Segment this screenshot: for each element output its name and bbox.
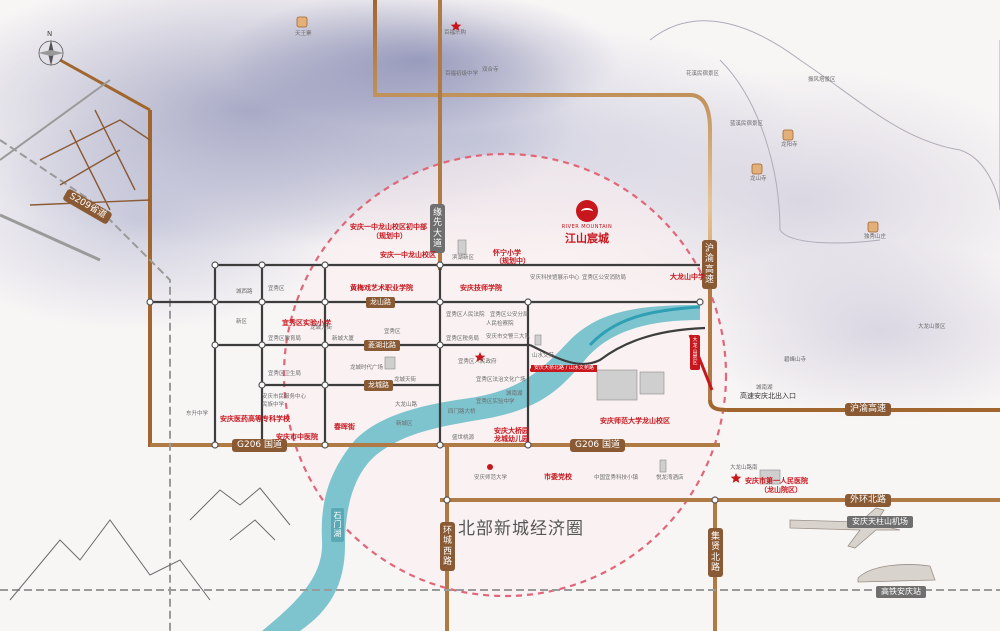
school-label[interactable]: 大龙山中学 — [670, 273, 705, 281]
place-label: 宜秀区法治文化广场 — [476, 377, 526, 383]
place-label: 天王寨 — [295, 31, 312, 37]
place-label: 龙城时代广场 — [350, 365, 384, 371]
compass-icon — [38, 40, 64, 66]
road-jixu: 集贤北路 — [708, 528, 723, 578]
circle-title: 北部新城经济圈 — [458, 519, 584, 539]
road-waihuan: 外环北路 — [845, 494, 892, 507]
highway-exit-label: 高速安庆北出入口 — [740, 392, 796, 400]
place-label: 新城区 — [396, 421, 413, 427]
road-huyu-horizontal: 沪渝高速 — [845, 403, 892, 416]
place-label: 宜秀区公安分局 — [490, 312, 529, 318]
road-jixian: 缘先大道 — [430, 204, 445, 254]
school-label[interactable]: （龙山院区） — [760, 486, 802, 494]
side-red-tag: 大龙山景区 — [690, 335, 700, 370]
road-huanchengxi: 环城西路 — [440, 522, 455, 572]
place-label: 宜秀区公安消防局 — [582, 275, 627, 281]
school-label[interactable]: 龙城幼儿园 — [494, 435, 529, 443]
lake-label: 城南湖 — [756, 385, 773, 391]
place-label: 宜秀区卫生局 — [268, 371, 302, 377]
place-label: 龙城天街 — [394, 377, 417, 383]
place-label: 大龙山路 — [395, 402, 418, 408]
place-label: 城南湖 — [506, 391, 523, 397]
place-label: 民族中学 — [262, 402, 285, 408]
place-label: 安庆市交警三大队 — [486, 334, 531, 340]
place-label: 碧峰山寺 — [784, 357, 807, 363]
place-label: 盛世桃源 — [452, 435, 475, 441]
school-label[interactable]: 安庆一中龙山校区初中部 — [350, 223, 427, 231]
place-label: 振风塔景区 — [808, 77, 836, 83]
place-label: 人民检察院 — [486, 321, 514, 327]
road-g206-right: G206 国道 — [570, 439, 626, 452]
school-label[interactable]: 安庆市第一人民医院 — [745, 477, 808, 485]
place-label: 宜秀区人民法院 — [446, 312, 485, 318]
logo-en: RIVER MOUNTAIN — [561, 224, 613, 230]
place-label: 宜秀区税务局 — [446, 336, 480, 342]
place-label: 四门路大桥 — [448, 409, 476, 415]
place-label: 独秀山庄 — [864, 234, 887, 240]
compass-north-label: N — [47, 30, 53, 38]
school-label[interactable]: （规划中） — [495, 257, 530, 265]
place-label: 龙山寺 — [750, 176, 767, 182]
place-label: 安庆师范大学 — [474, 475, 508, 481]
school-label[interactable]: 怀宁小学 — [493, 249, 521, 257]
project-logo[interactable]: RIVER MOUNTAIN 江山宸城 — [556, 200, 618, 246]
station-label: 高铁安庆站 — [876, 586, 926, 598]
place-label: 百福乐购 — [444, 30, 467, 36]
place-label: 花溪民宿景区 — [686, 71, 720, 77]
school-label[interactable]: 安庆医药高等专科学校 — [220, 415, 290, 423]
place-label: 宜秀区教育局 — [268, 336, 302, 342]
place-label: 滨湖新区 — [452, 255, 475, 261]
place-label: 宜秀区 — [268, 286, 285, 292]
road-brown-2: 菱湖北路 — [364, 340, 400, 351]
place-label: 新区 — [236, 319, 248, 325]
school-label[interactable]: 安庆市中医院 — [276, 433, 318, 441]
place-label: 大龙山景区 — [918, 324, 946, 330]
school-label[interactable]: 市委党校 — [544, 473, 572, 481]
logo-cn: 江山宸城 — [565, 232, 609, 245]
place-label: 悦龙湾酒店 — [656, 475, 684, 481]
place-label: 城西路 — [236, 289, 253, 295]
place-label: 宜秀区 — [384, 329, 401, 335]
place-label: 东升中学 — [186, 411, 209, 417]
airport-label: 安庆天柱山机场 — [847, 516, 913, 528]
place-label: 山水文苑 — [532, 353, 555, 359]
road-brown-1: 龙山路 — [366, 297, 395, 308]
place-label: 大龙山路南 — [730, 465, 758, 471]
logo-mark-icon — [576, 200, 598, 222]
school-label[interactable]: 安庆大桥园 — [494, 427, 529, 435]
road-huyu-vertical: 沪渝高速 — [702, 240, 717, 290]
place-label: 宜秀区实验中学 — [476, 399, 515, 405]
red-road-label: 安庆大桥北路 / 山水文苑路 — [531, 365, 597, 372]
place-label: 安庆科技馆展示中心 — [530, 275, 580, 281]
place-label: 安庆市民服务中心 — [262, 394, 307, 400]
road-g206-left: G206 国道 — [232, 439, 288, 452]
place-label: 百福初级中学 — [445, 71, 479, 77]
place-label: 双合寺 — [482, 67, 499, 73]
school-label[interactable]: 黄梅戏艺术职业学院 — [350, 284, 413, 292]
place-label: 新城大厦 — [332, 336, 355, 342]
compass: N — [36, 30, 66, 68]
school-label[interactable]: 安庆师范大学龙山校区 — [600, 417, 670, 425]
place-label: 蓝溪民宿景区 — [730, 121, 764, 127]
shimen-lake-label: 石门湖 — [331, 508, 344, 542]
school-label[interactable]: 安庆技师学院 — [460, 284, 502, 292]
place-label: 宜秀区人民政府 — [458, 359, 497, 365]
school-label[interactable]: 春晖街 — [334, 423, 355, 431]
school-label[interactable]: （规划中） — [372, 232, 407, 240]
school-label[interactable]: 宜秀区实验小学 — [282, 319, 331, 327]
road-brown-3: 龙城路 — [364, 380, 393, 391]
place-label: 龙城大街 — [310, 325, 333, 331]
place-label: 龙阳寺 — [781, 142, 798, 148]
place-label: 中国宜秀科技小镇 — [594, 475, 639, 481]
school-label[interactable]: 安庆一中龙山校区 — [380, 251, 436, 259]
